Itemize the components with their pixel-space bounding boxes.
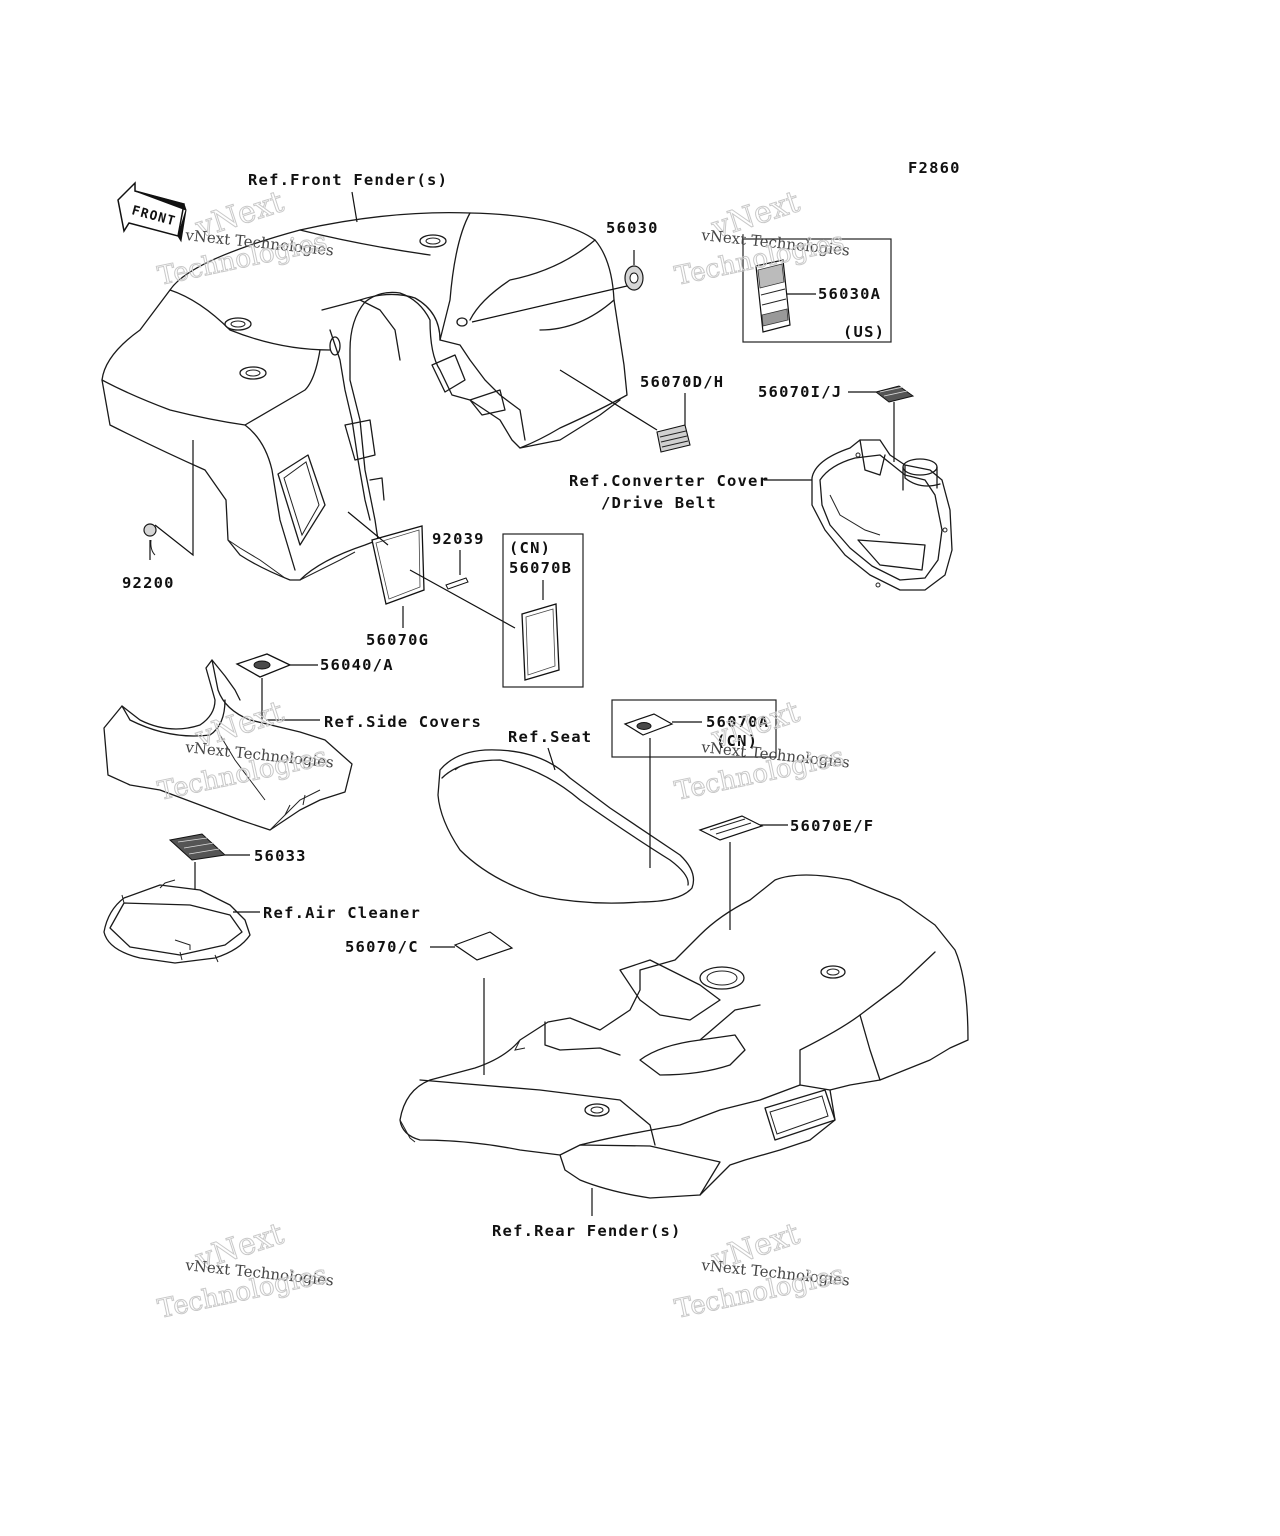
label-sticker-56040a-icon [235, 653, 292, 678]
label-56070b: 56070B [509, 559, 572, 577]
label-us: (US) [843, 323, 885, 341]
label-sticker-56033-icon [168, 833, 227, 861]
label-seat: Ref.Seat [508, 728, 592, 746]
label-56030: 56030 [606, 219, 659, 237]
label-side-covers: Ref.Side Covers [324, 713, 482, 731]
watermark-top-left: vNext vNext Technologies Technologies [155, 184, 335, 292]
label-92200: 92200 [122, 574, 175, 592]
label-sticker-56070ef-icon [698, 815, 764, 841]
leader-56070c [430, 946, 485, 1075]
watermark-bottom-right: vNext vNext Technologies Technologies [672, 1216, 851, 1325]
leader-56070a [649, 721, 702, 868]
label-sticker-56070dh-icon [656, 424, 691, 453]
label-rear-fender: Ref.Rear Fender(s) [492, 1222, 682, 1240]
leader-front-fender [351, 191, 358, 223]
label-cn-a: (CN) [716, 732, 758, 750]
label-converter-1: Ref.Converter Cover [569, 472, 769, 490]
label-sticker-56030a-icon [755, 259, 791, 333]
leader-56030 [471, 250, 635, 323]
us-label-box [742, 238, 892, 343]
leader-56040a [261, 664, 318, 720]
rear-fender-drawing [399, 874, 969, 1199]
label-sticker-56070b-icon [521, 603, 560, 681]
leader-56070dh [559, 369, 686, 431]
label-converter-2: /Drive Belt [601, 494, 717, 512]
seat-drawing [437, 749, 695, 904]
leader-56070ef [729, 824, 788, 930]
label-sticker-56070c-icon [453, 931, 514, 961]
label-air-cleaner: Ref.Air Cleaner [263, 904, 421, 922]
side-cover-drawing [103, 659, 353, 831]
clip-92200-icon [143, 523, 157, 537]
label-cn-b: (CN) [509, 539, 551, 557]
label-sticker-56070ij-icon [874, 385, 915, 403]
label-56030a: 56030A [818, 285, 881, 303]
label-56070dh: 56070D/H [640, 373, 724, 391]
label-92039: 92039 [432, 530, 485, 548]
leader-56033 [194, 854, 250, 890]
label-front-fender: Ref.Front Fender(s) [248, 171, 448, 189]
leader-92200 [149, 440, 194, 560]
leader-seat [547, 747, 556, 771]
watermark-middle-right: vNext vNext Technologies Technologies [672, 694, 851, 807]
label-56070g: 56070G [366, 631, 429, 649]
leader-56070g [347, 511, 404, 628]
grommet-56030-icon [624, 265, 644, 291]
label-sticker-56070a-icon [623, 713, 674, 736]
converter-cover-drawing [811, 439, 953, 591]
label-56070a: 56070A [706, 713, 769, 731]
watermark-bottom-left: vNext vNext Technologies Technologies [155, 1216, 335, 1325]
air-cleaner-drawing [103, 879, 251, 964]
label-sticker-56070g-icon [371, 525, 425, 605]
tie-92039-icon [445, 577, 469, 590]
leader-56070b-fender [409, 569, 516, 629]
cn-label-box-a [611, 699, 777, 758]
label-56070ij: 56070I/J [758, 383, 842, 401]
front-fender-drawing [101, 211, 628, 581]
label-56070c: 56070/C [345, 938, 419, 956]
figure-code: F2860 [908, 159, 961, 177]
front-arrow-icon: FRONT [117, 181, 187, 243]
cn-label-box-b [502, 533, 584, 688]
label-56033: 56033 [254, 847, 307, 865]
label-56040a: 56040/A [320, 656, 394, 674]
label-56070ef: 56070E/F [790, 817, 874, 835]
watermark-middle-left: vNext vNext Technologies Technologies [155, 694, 335, 807]
